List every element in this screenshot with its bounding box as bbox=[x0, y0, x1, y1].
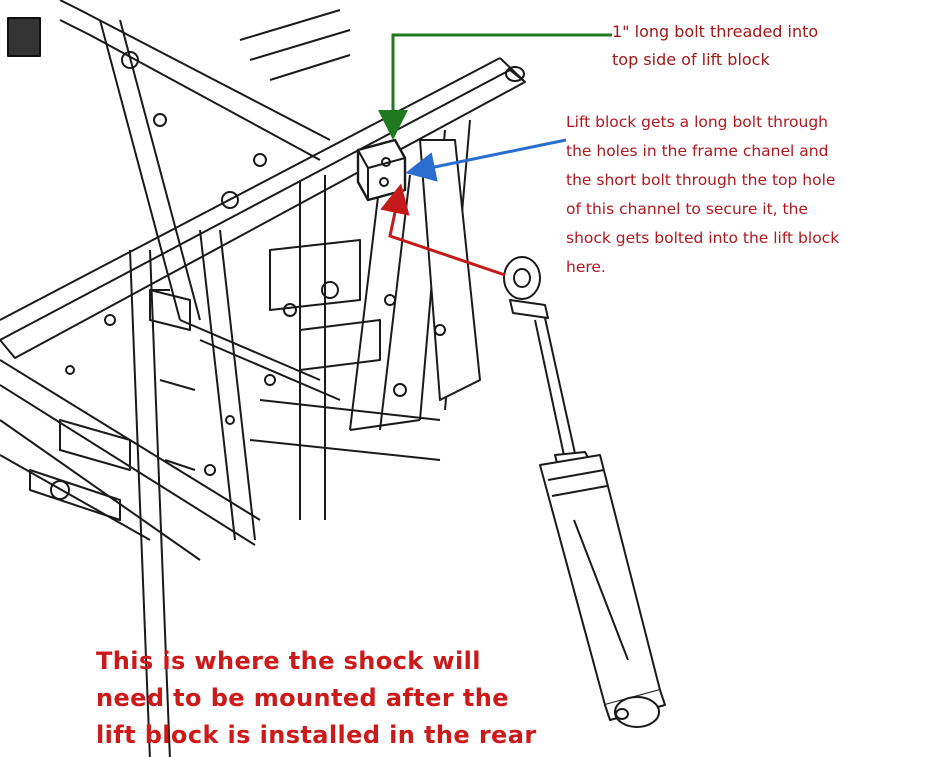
blue-arrow bbox=[405, 138, 567, 182]
red-arrow bbox=[380, 183, 506, 277]
frame-structure bbox=[0, 0, 526, 757]
green-arrow bbox=[378, 33, 612, 140]
annotation-arrows bbox=[378, 33, 612, 277]
top-bolt-annotation: 1" long bolt threaded into top side of l… bbox=[612, 22, 819, 69]
shock-absorber bbox=[503, 256, 666, 728]
shock-mount-annotation: This is where the shock will need to be … bbox=[96, 647, 537, 749]
lift-block-annotation: Lift block gets a long bolt through the … bbox=[566, 113, 840, 276]
